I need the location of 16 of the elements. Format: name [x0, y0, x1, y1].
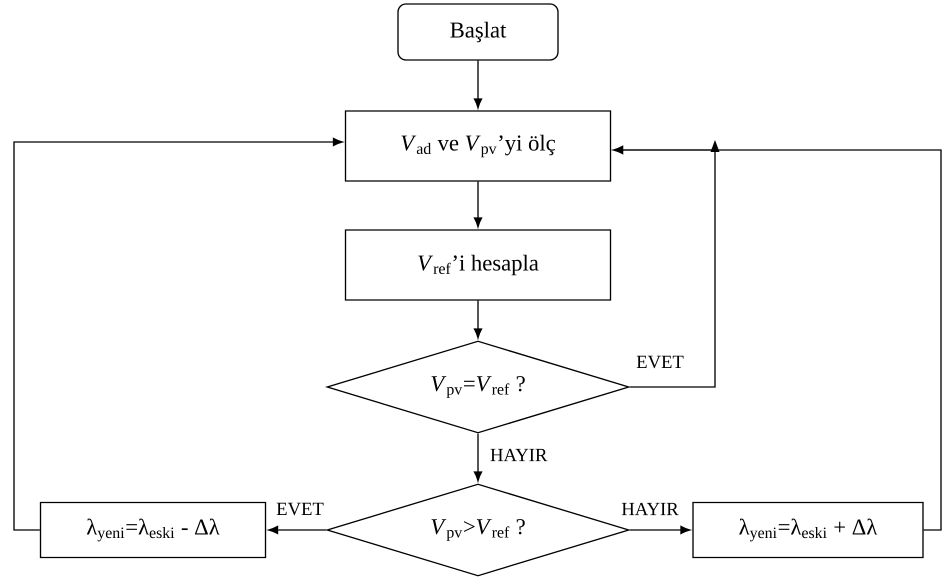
- arrow: [268, 526, 326, 534]
- process-box: V$_{ref}$’i hesapla: [344, 229, 612, 301]
- arrow: [474, 60, 482, 108]
- process-box: λ$_{yeni}$=λ$_{eski}$ + Δλ: [692, 502, 924, 558]
- arrow: [13, 138, 343, 531]
- arrow: [630, 526, 690, 534]
- arrow: [474, 300, 482, 338]
- start-box: Başlat: [397, 3, 559, 61]
- edge-label: EVET: [274, 501, 326, 517]
- arrow: [613, 146, 942, 531]
- edge-label: HAYIR: [488, 448, 549, 462]
- arrow: [474, 182, 482, 228]
- process-box: λ$_{yeni}$=λ$_{eski}$ - Δλ: [40, 502, 266, 558]
- arrow: [474, 434, 482, 482]
- edge-label: EVET: [634, 354, 686, 370]
- process-box: V$_{ad}$ ve V$_{pv}$’yi ölç: [344, 110, 612, 182]
